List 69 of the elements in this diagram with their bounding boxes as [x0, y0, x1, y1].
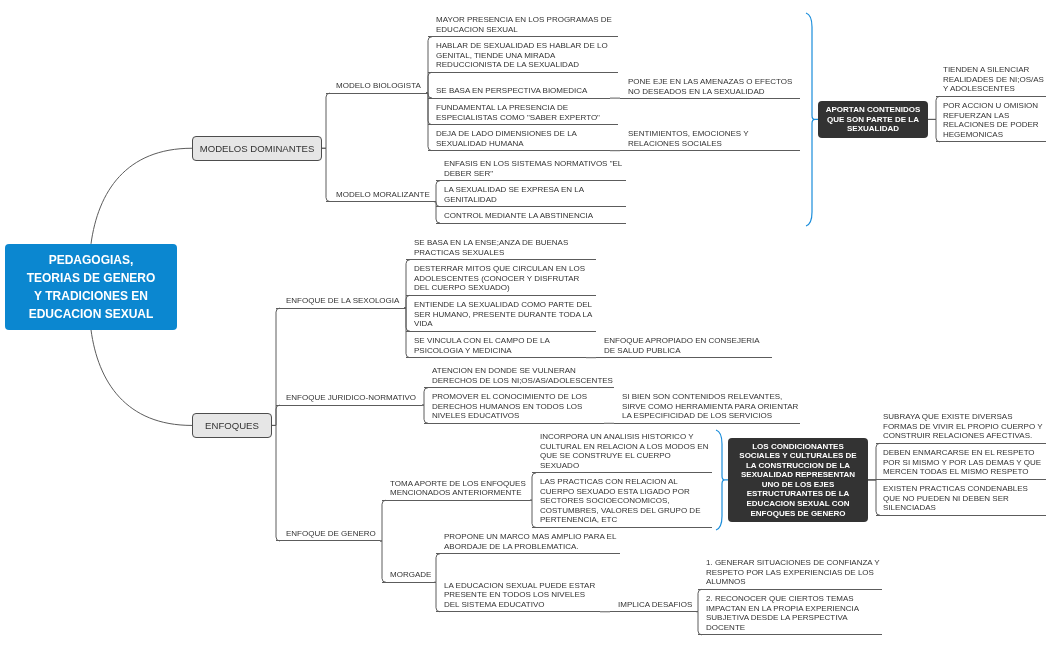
branch-label: TOMA APORTE DE LOS ENFOQUES MENCIONADOS ANTERIORMENTE: [382, 478, 530, 501]
topic-box: ENFOQUES: [192, 412, 272, 438]
branch-label: SE BASA EN LA ENSE;ANZA DE BUENAS PRACTICAS SEXUALES: [406, 238, 596, 261]
connector-line: [529, 499, 537, 528]
branch-label: ENFOQUE DE LA SEXOLOGIA: [276, 296, 404, 309]
connector-line: [403, 294, 411, 309]
connector-line: [90, 329, 193, 426]
branch-label: ENFOQUE APROPIADO EN CONSEJERIA DE SALUD PUBLICA: [596, 336, 772, 359]
branch-label: MODELO BIOLOGISTA: [326, 81, 426, 94]
connector-line: [433, 553, 441, 583]
branch-label: FUNDAMENTAL LA PRESENCIA DE ESPECIALISTAS COMO "SABER EXPERTO": [428, 103, 618, 126]
branch-label: DESTERRAR MITOS QUE CIRCULAN EN LOS ADOLESCENTES (CONOCER Y DISFRUTAR DEL CUERPO SEXUADO): [406, 264, 596, 296]
branch-label: SENTIMIENTOS, EMOCIONES Y RELACIONES SOCIALES: [620, 129, 800, 152]
branch-label: ATENCION EN DONDE SE VULNERAN DERECHOS DE LOS NI;OS/AS/ADOLESCENTES: [424, 366, 614, 389]
branch-label: 2. RECONOCER QUE CIERTOS TEMAS IMPACTAN EN LA PROPIA EXPERIENCIA SUBJETIVA DESDE LA PERSPECTIVA DOCENTE: [698, 594, 882, 636]
connector-line: [403, 307, 411, 359]
connector-line: [271, 424, 281, 542]
branch-label: MAYOR PRESENCIA EN LOS PROGRAMAS DE EDUCACION SEXUAL: [428, 15, 618, 38]
connector-line: [867, 479, 881, 516]
connector-line: [599, 611, 611, 613]
connector-line: [379, 540, 387, 583]
branch-label: ENFOQUE DE GENERO: [276, 528, 380, 542]
connector-line: [609, 150, 621, 152]
branch-label: IMPLICA DESAFIOS: [610, 599, 696, 613]
connector-line: [433, 180, 441, 203]
branch-label: ENTIENDE LA SEXUALIDAD COMO PARTE DEL SER HUMANO, PRESENTE DURANTE TODA LA VIDA: [406, 300, 596, 332]
branch-label: ENFASIS EN LOS SISTEMAS NORMATIVOS "EL DEBER SER": [436, 159, 626, 182]
connector-line: [321, 147, 331, 203]
branch-label: DEJA DE LADO DIMENSIONES DE LA SEXUALIDAD HUMANA: [428, 129, 610, 152]
connector-line: [585, 357, 597, 359]
connector-line: [529, 472, 537, 501]
branch-label: EXISTEN PRACTICAS CONDENABLES QUE NO PUEDEN NI DEBEN SER SILENCIADAS: [876, 484, 1046, 516]
branch-label: SE VINCULA CON EL CAMPO DE LA PSICOLOGIA Y MEDICINA: [406, 336, 586, 359]
connector-line: [421, 387, 429, 406]
branch-label: SI BIEN SON CONTENIDOS RELEVANTES, SIRVE COMO HERRAMIENTA PARA ORIENTAR LA ESPECIFICIDAD DE LOS SERVICIOS: [614, 392, 800, 424]
connector-line: [603, 422, 615, 424]
branch-label: LAS PRACTICAS CON RELACION AL CUERPO SEXUADO ESTA LIGADO POR SECTORES SOCIOECONOMICOS, COSTUMBRES, VALORES DEL GRUPO DE PERTENENCIA, ETC: [532, 477, 712, 528]
branch-label: MORGADE: [382, 570, 434, 583]
connector-line: [927, 118, 941, 143]
summary-box: LOS CONDICIONANTES SOCIALES Y CULTURALES DE LA CONSTRUCCION DE LA SEXUALIDAD REPRESENTAN UNO DE LOS EJES ESTRUCTURANTES DE LA EDUCACION SEXUAL CON ENFOQUES DE GENERO: [728, 437, 868, 523]
branch-label: 1. GENERAR SITUACIONES DE CONFIANZA Y RESPETO POR LAS EXPERIENCIAS DE LOS ALUMNOS: [698, 558, 882, 590]
connector-line: [695, 588, 703, 613]
connector-line: [425, 71, 433, 94]
branch-label: MODELO MORALIZANTE: [326, 189, 434, 203]
connector-line: [433, 201, 441, 224]
branch-label: ENFOQUE JURIDICO-NORMATIVO: [276, 393, 422, 406]
central-topic-box: PEDAGOGIAS, TEORIAS DE GENERO Y TRADICIONES EN EDUCACION SEXUAL: [5, 243, 177, 330]
connector-line: [425, 92, 433, 152]
connector-line: [609, 97, 621, 99]
branch-label: PROPONE UN MARCO MAS AMPLIO PARA EL ABORDAJE DE LA PROBLEMATICA.: [436, 532, 620, 555]
connector-line: [433, 581, 441, 613]
branch-label: DEBEN ENMARCARSE EN EL RESPETO POR SI MISMO Y POR LAS DEMAS Y QUE MERCEN TODAS EL MISMO RESPETO: [876, 448, 1046, 480]
branch-label: LA EDUCACION SEXUAL PUEDE ESTAR PRESENTE EN TODOS LOS NIVELES DEL SISTEMA EDUCATIVO: [436, 580, 600, 613]
branch-label: HABLAR DE SEXUALIDAD ES HABLAR DE LO GENITAL, TIENDE UNA MIRADA REDUCCIONISTA DE LA SEXUALIDAD: [428, 41, 618, 73]
branch-label: POR ACCION U OMISION REFUERZAN LAS RELACIONES DE PODER HEGEMONICAS: [936, 101, 1046, 143]
connector-line: [379, 499, 387, 542]
branch-label: TIENDEN A SILENCIAR REALIDADES DE NI;OS/AS Y ADOLESCENTES: [936, 65, 1046, 97]
branch-label: PONE EJE EN LAS AMENAZAS O EFECTOS NO DESEADOS EN LA SEXUALIDAD: [620, 77, 800, 100]
summary-box: APORTAN CONTENIDOS QUE SON PARTE DE LA SEXUALIDAD: [818, 101, 928, 138]
branch-label: SUBRAYA QUE EXISTE DIVERSAS FORMAS DE VIVIR EL PROPIO CUERPO Y CONSTRUIR RELACIONES AFECTIVAS.: [876, 412, 1046, 444]
connector-line: [695, 611, 703, 636]
connector-line: [90, 147, 193, 245]
branch-label: CONTROL MEDIANTE LA ABSTINENCIA: [436, 211, 626, 224]
topic-box: MODELOS DOMINANTES: [192, 135, 322, 161]
branch-label: INCORPORA UN ANALISIS HISTORICO Y CULTURAL EN RELACION A LOS MODOS EN QUE SE CONSTRUYE EL CUERPO SEXUADO: [532, 432, 712, 474]
branch-label: SE BASA EN PERSPECTIVA BIOMEDICA: [428, 86, 610, 99]
branch-label: PROMOVER EL CONOCIMIENTO DE LOS DERECHOS HUMANOS EN TODOS LOS NIVELES EDUCATIVOS: [424, 392, 604, 424]
connector-line: [421, 404, 429, 424]
branch-label: LA SEXUALIDAD SE EXPRESA EN LA GENITALIDAD: [436, 185, 626, 208]
